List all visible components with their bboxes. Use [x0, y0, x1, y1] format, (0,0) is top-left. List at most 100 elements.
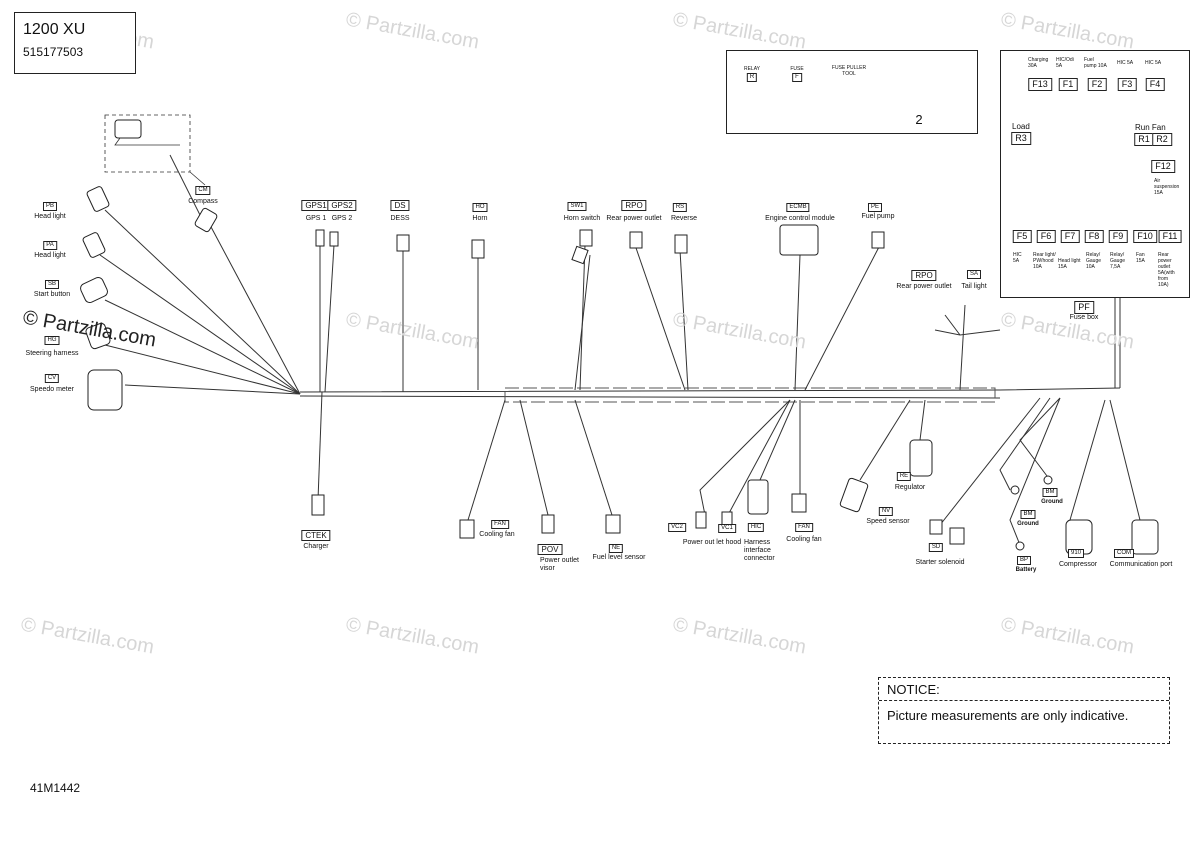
fuse-label: FUSE — [790, 66, 804, 72]
charger-name: Charger — [303, 543, 329, 550]
starter-solenoid-name: Starter solenoid — [915, 559, 965, 566]
speedo-meter-code: CV — [44, 374, 60, 383]
fuse-f12-label: Air suspension 15A — [1154, 178, 1180, 196]
ground-1-code: BM — [1042, 488, 1058, 497]
fuse-tag-f10: F10 — [1133, 230, 1157, 243]
gps2-name: GPS 2 — [331, 215, 353, 222]
fuse-tag: F — [792, 73, 802, 82]
part-number: 515177503 — [23, 45, 84, 59]
fuse-tag-f7: F7 — [1060, 230, 1080, 243]
main-trunk-lower — [299, 395, 1001, 399]
rpo-front-name: Rear power outlet — [606, 215, 662, 222]
ecm-name: Engine control module — [765, 215, 835, 222]
title-box: 1200 XU 515177503 — [14, 12, 136, 74]
fuse-puller-label: FUSE PULLER TOOL — [831, 65, 867, 77]
starter-solenoid-code: SD — [928, 543, 944, 552]
fuse-f10-label: Fan 15A — [1136, 252, 1145, 264]
battery-code: BP — [1016, 556, 1032, 565]
horn-code: HO — [472, 203, 488, 212]
compass-code: CM — [195, 186, 211, 195]
hic-name: Harness interface connector — [744, 539, 775, 562]
fuse-tag-f1: F1 — [1058, 78, 1078, 91]
ground-2-code: BM — [1020, 510, 1036, 519]
fuse-box-name: Fuse box — [1069, 314, 1099, 321]
fuse-f3-label: HIC 5A — [1117, 60, 1134, 66]
fuse-tag-f12: F12 — [1151, 160, 1175, 173]
fuse-tag-f3: F3 — [1117, 78, 1137, 91]
main-trunk — [299, 387, 1121, 393]
fuse-f7-label: Head light 15A — [1058, 258, 1081, 270]
fuel-pump-code: PE — [867, 203, 883, 212]
fuse-f2-label: Fuel pump 10A — [1084, 57, 1107, 69]
fuse-tag-f6: F6 — [1036, 230, 1056, 243]
relay-label: RELAY — [743, 66, 761, 72]
fuel-level-sensor-code: NE — [608, 544, 624, 553]
gps1-name: GPS 1 — [305, 215, 327, 222]
reverse-name: Reverse — [670, 215, 698, 222]
fuse-tag-f13: F13 — [1028, 78, 1052, 91]
compressor-code: 910 — [1067, 549, 1085, 558]
speed-sensor-name: Speed sensor — [866, 518, 910, 525]
fuse-f9-label: Relay/ Gauge 7,5A — [1110, 252, 1126, 270]
tail-light-code: SA — [966, 270, 982, 279]
rpo-rear-name: Rear power outlet — [896, 283, 952, 290]
communication-port-code: COM — [1114, 549, 1134, 558]
fuse-f13-label: Charging 30A — [1028, 57, 1049, 69]
head-light-2-code: PA — [43, 241, 57, 250]
ground-1-name: Ground — [1041, 499, 1063, 505]
speedo-meter-name: Speedo meter — [30, 386, 74, 393]
relay-load-label: Load — [1012, 122, 1030, 131]
cooling-fan-1-name: Cooling fan — [479, 531, 515, 538]
relay-tag-r1: R1 — [1134, 133, 1154, 146]
power-outlet-visor-code: POV — [537, 544, 563, 555]
relay-tag: R — [746, 73, 758, 82]
compass-name: Compass — [188, 198, 218, 205]
cooling-fan-2-code: FAN — [795, 523, 813, 532]
power-outlet-visor-name: Power outlet visor — [540, 557, 579, 572]
head-light-2-name: Head light — [34, 252, 66, 259]
kit-box: RELAY R FUSE F FUSE PULLER TOOL 2 — [726, 50, 978, 134]
start-button-name: Start button — [33, 291, 71, 298]
charger-code: CTEK — [301, 530, 331, 541]
cooling-fan-2-name: Cooling fan — [786, 536, 822, 543]
head-light-1-code: PB — [42, 202, 58, 211]
steering-harness-name: Steering harness — [25, 350, 79, 357]
dess-name: DESS — [390, 215, 410, 222]
steering-harness-code: HG — [44, 336, 60, 345]
relay-tag-r2: R2 — [1152, 133, 1172, 146]
fuse-box-panel — [1000, 50, 1190, 298]
drawing-id: 41M1442 — [30, 781, 81, 795]
vc1-code: VC1 — [718, 524, 736, 533]
fuse-box-code: PF — [1074, 301, 1094, 314]
compressor-name: Compressor — [1058, 561, 1098, 568]
horn-switch-name: Horn switch — [563, 215, 601, 222]
head-light-1-name: Head light — [34, 213, 66, 220]
regulator-name: Regulator — [894, 484, 926, 491]
battery-name: Battery — [1015, 567, 1037, 573]
horn-name: Horn — [472, 215, 488, 222]
notice-heading: NOTICE: — [887, 682, 940, 697]
fuse-tag-f11: F11 — [1158, 230, 1182, 243]
fuse-f4-label: HIC 5A — [1145, 60, 1162, 66]
ground-2-name: Ground — [1017, 521, 1039, 527]
gps2-code: GPS2 — [327, 200, 357, 211]
start-button-code: SB — [44, 280, 60, 289]
hic-code: HIC — [747, 523, 765, 532]
fuse-tag-f2: F2 — [1087, 78, 1107, 91]
fuse-f8-label: Relay/ Gauge 10A — [1086, 252, 1102, 270]
model-name: 1200 XU — [23, 21, 86, 38]
trunk-sleeve — [504, 387, 996, 403]
regulator-code: RE — [896, 472, 912, 481]
relay-tag-r3: R3 — [1011, 132, 1031, 145]
tail-light-name: Tail light — [961, 283, 987, 290]
gps1-code: GPS1 — [301, 200, 331, 211]
rpo-rear-code: RPO — [911, 270, 937, 281]
reverse-code: RS — [672, 203, 688, 212]
dess-code: DS — [390, 200, 410, 211]
fuse-tag-f9: F9 — [1108, 230, 1128, 243]
fuse-tag-f5: F5 — [1012, 230, 1032, 243]
fuse-f1-label: HIC/Odi 5A — [1056, 57, 1074, 69]
fuse-f11-label: Rear power outlet 5A(with from 10A) — [1158, 252, 1175, 288]
rpo-front-code: RPO — [621, 200, 647, 211]
notice-text: Picture measurements are only indicative… — [887, 708, 1129, 723]
